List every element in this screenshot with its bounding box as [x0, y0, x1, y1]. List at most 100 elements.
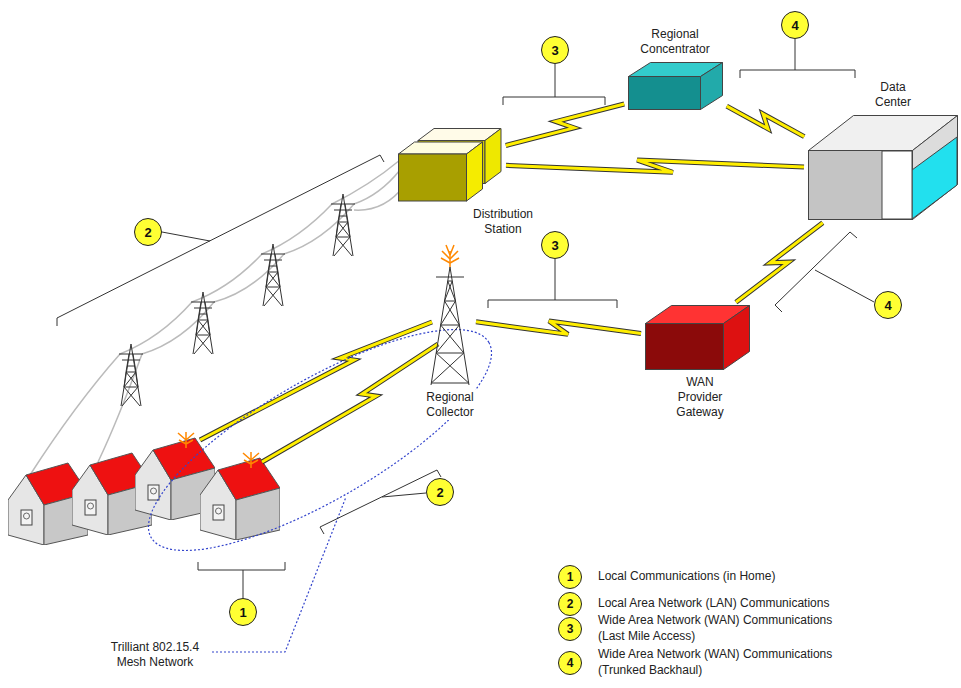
bolt-outline [736, 223, 823, 303]
callout-number: 2 [426, 478, 454, 506]
node-shape [628, 62, 723, 110]
tower-strut [431, 353, 464, 383]
box-front [646, 324, 724, 370]
tower-strut [431, 383, 468, 384]
tower-strut [441, 325, 464, 353]
node-label: Regional Collector [417, 390, 483, 420]
legend-text: Local Communications (in Home) [598, 569, 848, 585]
power-lines [142, 302, 214, 354]
antenna [450, 258, 459, 263]
callout-number: 3 [541, 231, 569, 259]
houses [8, 438, 280, 545]
box-side [467, 142, 483, 201]
power-lines [354, 170, 400, 204]
node-label: Data Center [866, 80, 920, 110]
concentrator-box: Regional Concentrator [628, 62, 723, 110]
callout-number: 1 [229, 598, 257, 626]
brackets [775, 232, 874, 312]
home-antennas [178, 432, 259, 468]
node-label: WAN Provider Gateway [670, 375, 730, 420]
tower-strut [441, 325, 460, 326]
wireless-link [506, 160, 804, 172]
node-shape [808, 115, 958, 220]
brackets [488, 259, 617, 308]
data-center-box: Data Center [808, 115, 958, 220]
node-shape [645, 305, 750, 370]
node-shape [629, 63, 723, 110]
wireless-link [736, 223, 823, 303]
legend-text: Wide Area Network (WAN) Communications (… [598, 613, 848, 645]
tower-strut [448, 281, 453, 282]
node-label: Regional Concentrator [633, 27, 717, 57]
callout-number: 4 [874, 291, 902, 319]
wireless-bolts [262, 344, 438, 462]
node-shape [646, 306, 750, 370]
wireless-link [476, 321, 641, 334]
wan-gateway-box: WAN Provider Gateway [645, 305, 750, 370]
tower-strut [445, 301, 456, 302]
legend-number: 2 [558, 592, 582, 616]
tower-strut [431, 267, 450, 385]
box-panel [882, 151, 912, 219]
brackets [57, 39, 874, 598]
regional-collector-tower: Regional Collector [428, 255, 472, 385]
node-shape [431, 245, 469, 385]
node-shape [809, 116, 958, 220]
home-antennas [243, 452, 259, 468]
power-lines [354, 186, 404, 210]
legend-text: Wide Area Network (WAN) Communications (… [598, 647, 848, 679]
node-shape [398, 128, 502, 202]
box-front [629, 77, 701, 110]
bolt-fill [506, 104, 624, 145]
box-side [485, 129, 501, 184]
bolt-fill [736, 223, 823, 303]
brackets [57, 155, 384, 326]
power-towers [261, 244, 285, 306]
box-side [701, 63, 723, 110]
wireless-link [727, 106, 805, 136]
antenna [446, 245, 450, 255]
box-side [913, 116, 958, 220]
callout-number: 2 [134, 218, 162, 246]
node-label: Distribution Station [465, 207, 541, 237]
tower-strut [436, 353, 469, 383]
bolt-outline [727, 106, 805, 136]
box-front [399, 154, 467, 201]
node-shape [428, 255, 472, 385]
bolt-fill [727, 106, 805, 136]
home-antennas [178, 432, 194, 448]
antenna [441, 258, 450, 263]
bolt-fill [476, 321, 641, 334]
power-towers [191, 292, 215, 354]
bolt-outline [506, 104, 624, 145]
brackets [320, 470, 441, 534]
mesh-network-outline [121, 291, 519, 590]
antenna [450, 245, 454, 255]
tower-strut [436, 277, 464, 278]
brackets [740, 39, 855, 78]
callout-number: 3 [541, 36, 569, 64]
mesh-leader [212, 497, 346, 652]
bolt-outline [506, 160, 804, 172]
tower-strut [445, 301, 460, 325]
distribution-station-box: Distribution Station [398, 128, 502, 202]
tower-strut [436, 325, 459, 353]
houses [200, 458, 280, 540]
box-side [724, 306, 750, 370]
legend-number: 1 [558, 565, 582, 589]
legend-text: Local Area Network (LAN) Communications [598, 596, 848, 612]
power-lines [30, 354, 120, 475]
tower-strut [441, 301, 456, 325]
brackets [198, 562, 285, 598]
wireless-link [506, 104, 624, 145]
wireless-bolts [200, 322, 438, 462]
power-lines [30, 160, 404, 475]
brackets [503, 64, 605, 105]
box-panel [912, 137, 957, 219]
tower-strut [436, 353, 464, 354]
legend-number: 4 [558, 651, 582, 675]
